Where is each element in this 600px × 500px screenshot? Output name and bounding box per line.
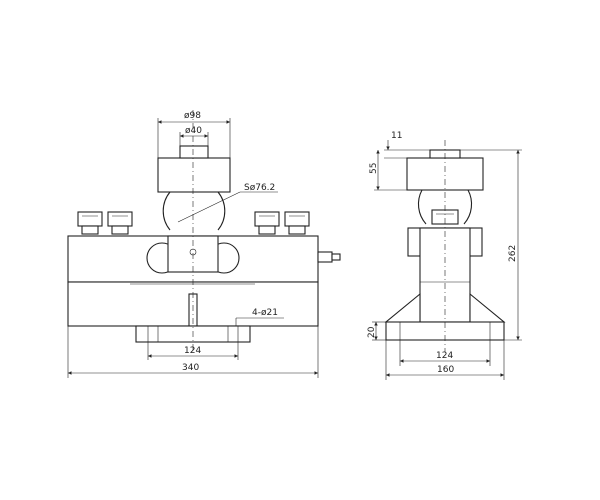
dim-front-holes: 4-ø21 — [252, 308, 278, 318]
dim-side-top-height: 55 — [369, 163, 379, 174]
dim-front-inner-width: 124 — [184, 346, 201, 356]
dim-side-total-height: 262 — [508, 245, 518, 262]
side-sphere — [417, 189, 473, 225]
front-top-pin — [179, 145, 209, 159]
side-view: 11 55 262 20 124 160 — [367, 131, 522, 380]
front-bolts-right — [254, 211, 310, 235]
front-sphere — [162, 191, 226, 231]
front-cable-connector — [317, 251, 341, 263]
dim-side-top-small: 11 — [391, 131, 402, 141]
dim-side-base-height: 20 — [367, 326, 377, 338]
dim-side-total-width: 160 — [437, 365, 454, 375]
dim-front-total-width: 340 — [182, 363, 199, 373]
front-view: ø98 ø40 Sø76.2 4-ø21 124 340 — [67, 110, 341, 378]
dim-side-inner-width: 124 — [436, 351, 453, 361]
front-bolts-left — [77, 211, 133, 235]
dim-front-top-outer: ø98 — [184, 111, 201, 121]
dim-front-sphere: Sø76.2 — [244, 183, 275, 193]
dim-front-top-inner: ø40 — [185, 126, 202, 136]
front-top-cap — [157, 157, 231, 193]
